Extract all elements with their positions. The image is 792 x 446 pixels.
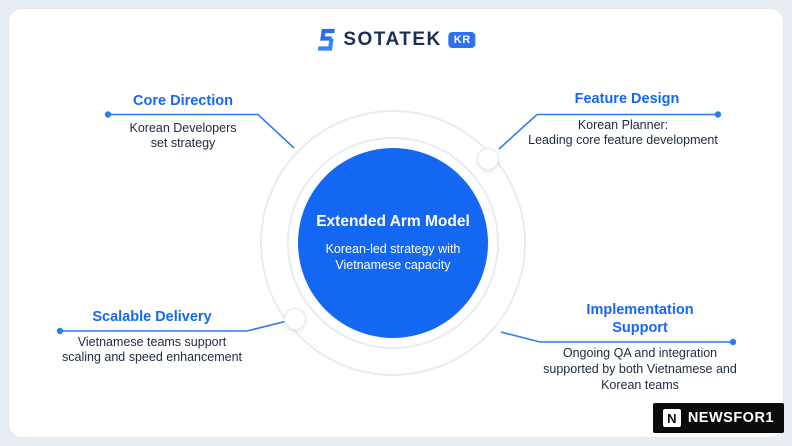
newsfor1-icon: N <box>662 409 681 427</box>
callout-feature-design: Feature Design Korean Planner: Leading c… <box>528 91 718 149</box>
brand-logo: SOTATEK KR <box>316 28 476 52</box>
newsfor1-watermark: N NEWSFOR1 <box>652 403 784 433</box>
callout-body: Korean Planner: Leading core feature dev… <box>528 117 718 148</box>
center-circle: Extended Arm Model Korean-led strategy w… <box>298 148 488 338</box>
inner-ring <box>287 137 499 349</box>
callout-body: Ongoing QA and integration supported by … <box>543 346 737 392</box>
callout-implementation-support: Implementation Support Ongoing QA and in… <box>535 302 745 394</box>
callout-title: Core Direction <box>133 93 233 109</box>
callout-title: Feature Design <box>574 91 680 107</box>
newsfor1-text: NEWSFOR1 <box>687 410 774 426</box>
sotatek-logo-icon <box>317 28 335 51</box>
ring-node-top-right <box>477 148 499 170</box>
brand-country-badge: KR <box>448 32 476 48</box>
callout-body: Korean Developers set strategy <box>129 120 237 151</box>
brand-name: SOTATEK <box>343 29 442 50</box>
callout-core-direction: Core Direction Korean Developers set str… <box>103 93 263 152</box>
callout-title: Scalable Delivery <box>92 309 212 325</box>
callout-title: Implementation Support <box>586 302 694 336</box>
ring-node-bottom-left <box>284 308 306 330</box>
center-subtitle: Korean-led strategy with Vietnamese capa… <box>325 241 461 272</box>
callout-scalable-delivery: Scalable Delivery Vietnamese teams suppo… <box>50 309 254 366</box>
outer-ring <box>260 110 526 376</box>
center-title: Extended Arm Model <box>316 212 470 230</box>
callout-body: Vietnamese teams support scaling and spe… <box>62 334 242 365</box>
